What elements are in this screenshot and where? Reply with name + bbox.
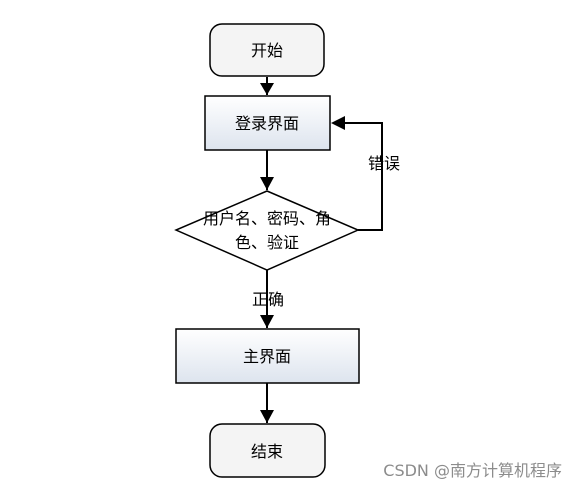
watermark-text: CSDN @南方计算机程序	[383, 461, 562, 480]
main-node: 主界面	[175, 328, 360, 384]
edge-main-to-end	[260, 383, 274, 423]
verify-node-label-line1: 用户名、密码、角	[203, 209, 331, 228]
main-node-label: 主界面	[243, 347, 291, 366]
edge-login-to-verify	[260, 150, 274, 190]
login-node: 登录界面	[204, 95, 331, 151]
start-node: 开始	[209, 23, 325, 77]
correct-edge-label: 正确	[252, 290, 284, 309]
edge-verify-correct-to-main	[260, 270, 274, 328]
start-node-label: 开始	[251, 41, 283, 60]
end-node: 结束	[209, 423, 326, 478]
error-edge-label: 错误	[368, 154, 400, 173]
edge-verify-error-to-login	[331, 116, 383, 231]
end-node-label: 结束	[251, 442, 283, 461]
verify-node-label-line2: 色、验证	[235, 233, 299, 252]
verify-decision-node: 用户名、密码、角 色、验证	[174, 190, 360, 271]
login-node-label: 登录界面	[235, 114, 299, 133]
edge-start-to-login	[260, 77, 274, 95]
